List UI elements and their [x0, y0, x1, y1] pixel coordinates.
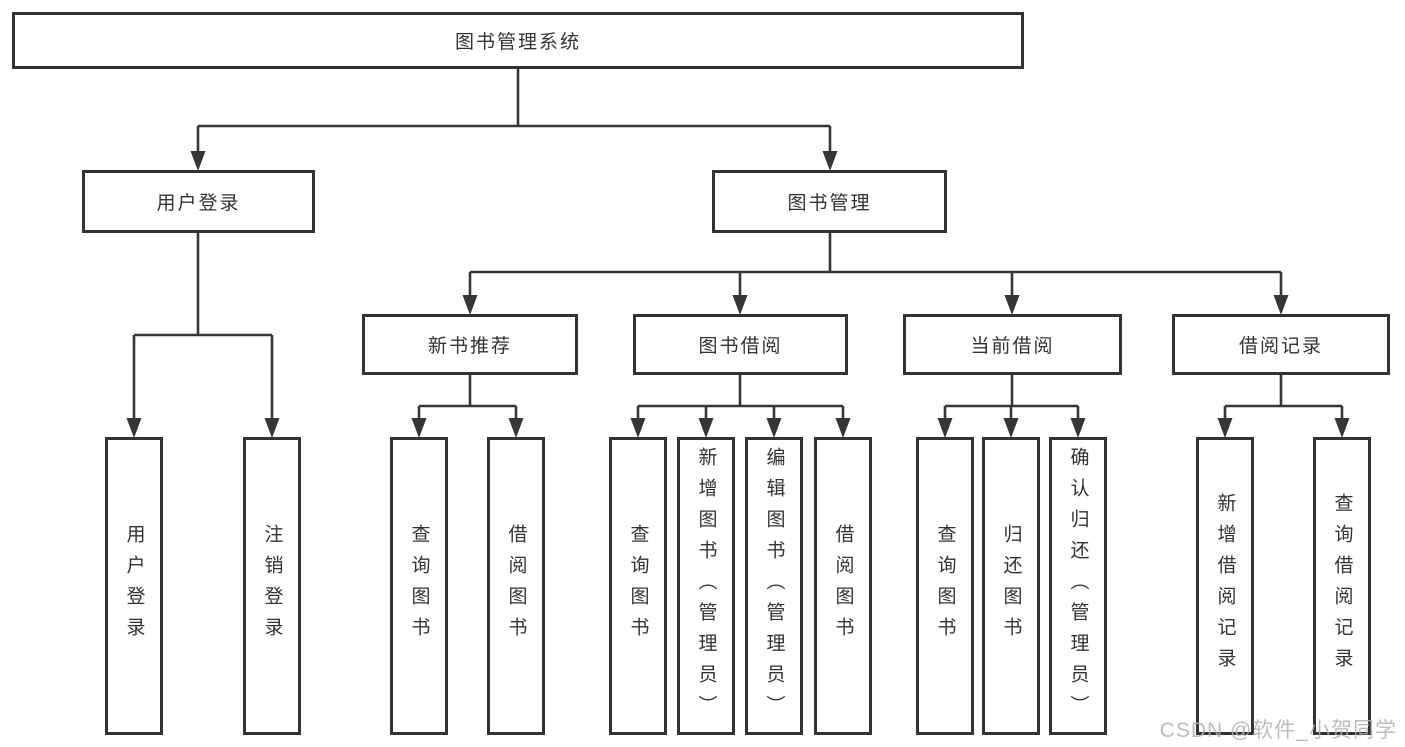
leaf-query-books-current: 查询图书: [916, 437, 974, 735]
leaf-edit-book-admin-label: 编辑图书（管理员）: [763, 446, 785, 726]
leaf-borrow-books-recommend-label: 借阅图书: [505, 524, 527, 648]
leaf-add-book-admin-label: 新增图书（管理员）: [695, 446, 717, 726]
leaf-borrow-books-recommend: 借阅图书: [487, 437, 545, 735]
watermark: CSDN @软件_小贺同学: [1159, 719, 1397, 742]
node-current-borrow-label: 当前借阅: [970, 336, 1055, 357]
leaf-edit-book-admin: 编辑图书（管理员）: [745, 437, 803, 735]
node-book-borrow-label: 图书借阅: [698, 336, 783, 357]
node-root-label: 图书管理系统: [454, 32, 581, 53]
leaf-query-books-current-label: 查询图书: [934, 524, 956, 648]
node-new-book-recommend: 新书推荐: [362, 314, 578, 375]
leaf-query-books-recommend-label: 查询图书: [408, 524, 430, 648]
leaf-borrow-books: 借阅图书: [814, 437, 872, 735]
leaf-query-books-borrow-label: 查询图书: [627, 524, 649, 648]
leaf-add-borrow-record-label: 新增借阅记录: [1214, 493, 1236, 679]
leaf-return-book: 归还图书: [982, 437, 1040, 735]
node-new-book-recommend-label: 新书推荐: [427, 336, 512, 357]
node-borrow-records-label: 借阅记录: [1238, 336, 1323, 357]
leaf-confirm-return-admin-label: 确认归还（管理员）: [1067, 446, 1089, 726]
leaf-logout-label: 注销登录: [261, 524, 283, 648]
leaf-logout: 注销登录: [243, 437, 301, 735]
node-book-management-label: 图书管理: [787, 193, 872, 214]
node-book-management: 图书管理: [712, 170, 947, 233]
leaf-query-borrow-record: 查询借阅记录: [1313, 437, 1371, 735]
leaf-query-borrow-record-label: 查询借阅记录: [1331, 493, 1353, 679]
node-current-borrow: 当前借阅: [903, 314, 1122, 375]
node-borrow-records: 借阅记录: [1172, 314, 1390, 375]
node-book-borrow: 图书借阅: [633, 314, 848, 375]
leaf-return-book-label: 归还图书: [1000, 524, 1022, 648]
leaf-add-borrow-record: 新增借阅记录: [1196, 437, 1254, 735]
leaf-confirm-return-admin: 确认归还（管理员）: [1049, 437, 1107, 735]
leaf-add-book-admin: 新增图书（管理员）: [677, 437, 735, 735]
node-user-login-label: 用户登录: [156, 193, 241, 214]
leaf-query-books-recommend: 查询图书: [390, 437, 448, 735]
leaf-query-books-borrow: 查询图书: [609, 437, 667, 735]
node-user-login: 用户登录: [82, 170, 315, 233]
leaf-borrow-books-label: 借阅图书: [832, 524, 854, 648]
leaf-user-login-label: 用户登录: [123, 524, 145, 648]
node-root: 图书管理系统: [12, 12, 1024, 69]
leaf-user-login: 用户登录: [105, 437, 163, 735]
